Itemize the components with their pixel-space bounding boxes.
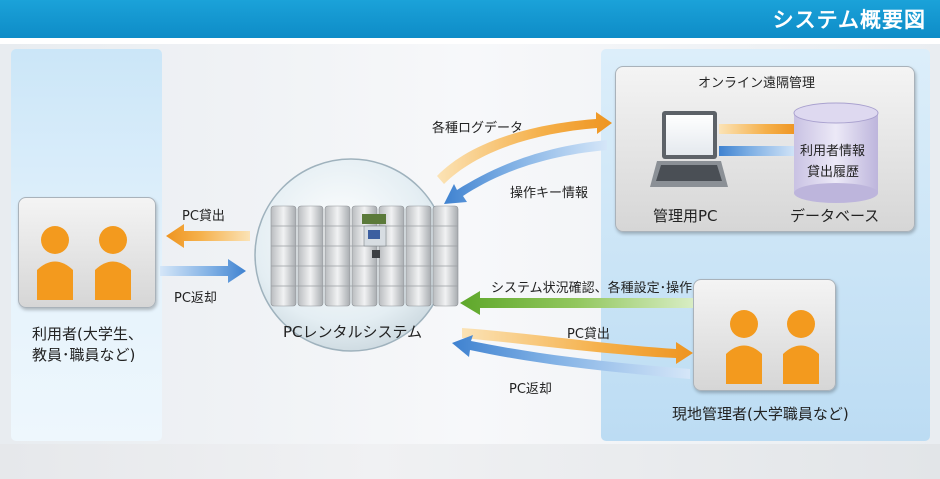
pc-lend-label-right: PC貸出 bbox=[567, 327, 610, 342]
pc-lend-arrow-left bbox=[166, 224, 250, 248]
db-label: データベース bbox=[790, 207, 880, 225]
online-title: オンライン遠隔管理 bbox=[698, 76, 816, 91]
manager-label: 現地管理者(大学職員など) bbox=[672, 405, 849, 423]
laptop-icon bbox=[650, 111, 728, 187]
manager-person-icon-2 bbox=[783, 310, 819, 384]
user-person-icon-1 bbox=[37, 226, 73, 300]
header-bar: システム概要図 bbox=[0, 0, 940, 38]
key-info-arrow bbox=[444, 140, 607, 204]
log-data-arrow bbox=[437, 112, 612, 184]
pc-db-link-blue bbox=[719, 146, 797, 156]
system-label: PCレンタルシステム bbox=[283, 323, 423, 341]
page-title: システム概要図 bbox=[772, 8, 926, 32]
pc-return-arrow-left bbox=[160, 259, 246, 283]
manager-person-icon-1 bbox=[726, 310, 762, 384]
status-settings-label: システム状況確認、各種設定･操作 bbox=[491, 281, 693, 296]
user-label-line1: 利用者(大学生、 bbox=[32, 325, 143, 343]
db-text-line2: 貸出履歴 bbox=[807, 165, 860, 180]
pc-db-link-orange bbox=[719, 124, 797, 134]
log-data-label: 各種ログデータ bbox=[432, 121, 524, 136]
user-person-icon-2 bbox=[95, 226, 131, 300]
locker-cabinet-icon bbox=[270, 205, 459, 307]
pc-return-label-left: PC返却 bbox=[174, 291, 217, 306]
pc-label: 管理用PC bbox=[653, 207, 718, 225]
pc-lend-label-left: PC貸出 bbox=[182, 209, 225, 224]
pc-return-label-right: PC返却 bbox=[509, 382, 552, 397]
user-label-line2: 教員･職員など) bbox=[32, 346, 136, 364]
footer-band bbox=[0, 444, 940, 479]
key-info-label: 操作キー情報 bbox=[510, 186, 589, 201]
pc-lend-arrow-right bbox=[462, 328, 693, 364]
database-icon bbox=[793, 102, 879, 203]
pc-return-arrow-right bbox=[452, 335, 690, 379]
status-settings-arrow bbox=[460, 291, 693, 315]
db-text-line1: 利用者情報 bbox=[800, 144, 866, 159]
